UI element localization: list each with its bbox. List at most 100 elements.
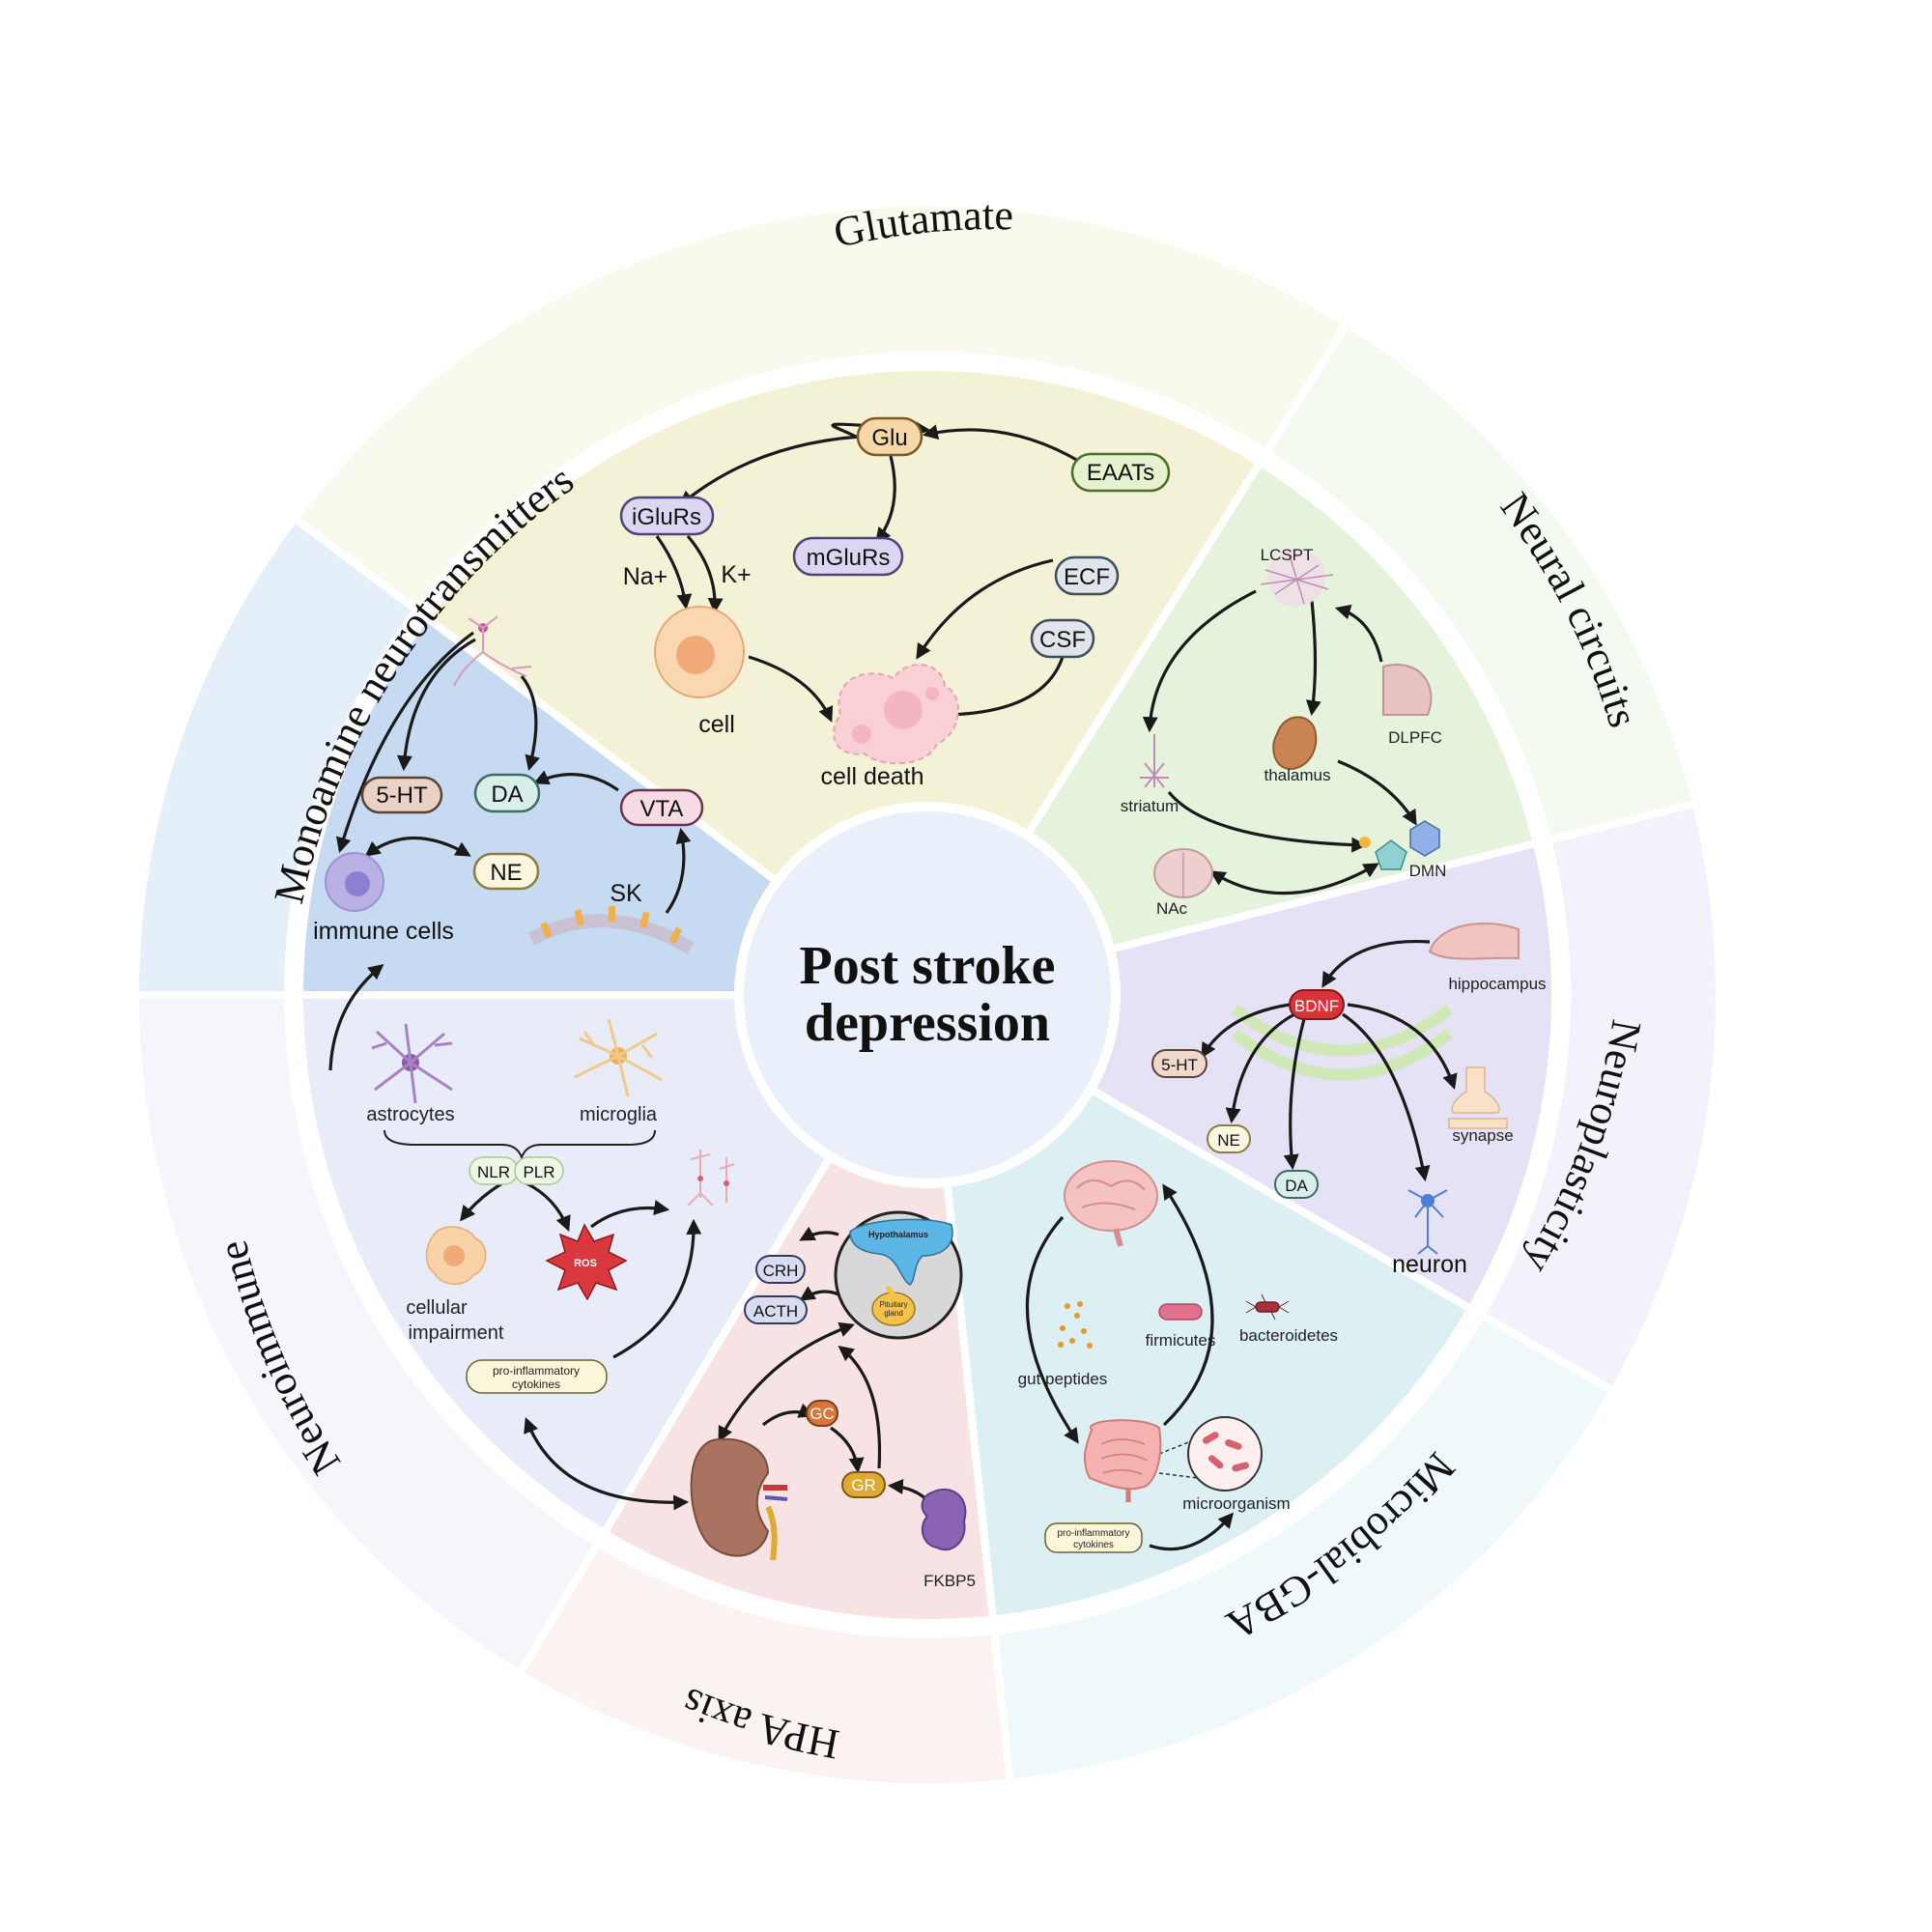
microbial-cytokines-label-1: pro-inflammatory (1057, 1528, 1129, 1539)
ros-icon (545, 1223, 628, 1301)
arrow-bdnf-da (1283, 1018, 1306, 1171)
mono-da-label: DA (491, 781, 523, 808)
hpa-axis-panel: Hypothalamus Pituitary gland CRH ACTH GC… (690, 1210, 976, 1590)
intestine-icon (1083, 1419, 1162, 1502)
thalamus-label: thalamus (1264, 766, 1331, 784)
cellular-label-2: impairment (409, 1322, 504, 1344)
arrow-eaats-to-glu (922, 424, 1081, 464)
arrow-bdnf-synapse (1347, 1003, 1458, 1091)
arrow-gc-gr (830, 1426, 865, 1474)
arrow-neuron-immune (336, 631, 474, 854)
bacteroidetes-icon (1245, 1293, 1290, 1321)
vta-label: VTA (640, 796, 684, 822)
fkbp5-label: FKBP5 (923, 1572, 976, 1590)
acth-pill (744, 1295, 808, 1324)
gr-pill (841, 1471, 886, 1498)
arrow-sk-vta (665, 827, 692, 914)
arrow-nac-dmn (1209, 863, 1379, 895)
arrow-dlpfc-lcspt (1334, 604, 1383, 663)
glu-pill (856, 416, 923, 457)
center-circle: Post stroke depression (734, 802, 1121, 1188)
arrow-nlr-cellular (460, 1181, 503, 1222)
arrow-thalamus-dmn (1337, 759, 1417, 826)
neuro-ne-label: NE (1217, 1131, 1240, 1150)
neuroimmune-panel: astrocytes microglia NLR PLR cellular im… (328, 963, 735, 1511)
synapse-label: synapse (1452, 1126, 1513, 1145)
mono-5ht-pill (360, 776, 443, 814)
arrow-glu-mglurs (875, 455, 896, 544)
crh-pill (755, 1255, 806, 1284)
iglurs-pill (619, 496, 715, 536)
bdnf-pill (1289, 989, 1345, 1020)
lcspt-label: LCSPT (1261, 546, 1314, 564)
synaptic-membrane-lower (1231, 1029, 1453, 1081)
brain-icon (1064, 1160, 1158, 1247)
mono-ne-pill (472, 852, 540, 891)
pituitary-label-1: Pituitary (880, 1300, 908, 1309)
neuro-ne-pill (1207, 1124, 1251, 1153)
arrow-hippocampus-bdnf (1321, 939, 1431, 988)
arrow-neuroimmune-up (328, 963, 384, 1071)
neuro-5ht-label: 5-HT (1161, 1056, 1198, 1074)
glia-brace (384, 1129, 656, 1160)
kidney-icon (690, 1437, 788, 1561)
glutamate-outer-ring (289, 199, 1353, 616)
arrow-ros-neuron (590, 1200, 670, 1229)
arrow-neuron-5ht (396, 638, 476, 772)
mono-ne-label: NE (490, 860, 522, 886)
glu-label: Glu (871, 425, 907, 451)
thalamus-icon (1272, 716, 1318, 770)
sk-membrane-icon (527, 906, 695, 954)
hippocampus-icon (1428, 923, 1520, 960)
microbial-gba-panel: gut peptides firmicutes bacteroidetes mi… (1018, 1160, 1338, 1553)
microorganism-label: microorganism (1182, 1494, 1290, 1513)
arrow-lcspt-striatum (1142, 589, 1257, 733)
hypothalamus-label: Hypothalamus (868, 1230, 928, 1239)
pituitary-label-2: gland (884, 1309, 903, 1318)
arrow-iglurs-k (686, 534, 724, 614)
nlr-label: NLR (477, 1163, 510, 1181)
synaptic-membrane-upper (1231, 1005, 1453, 1057)
arrow-iglurs-na (655, 535, 693, 611)
immune-cell-icon (325, 852, 384, 912)
microglia-icon (574, 1018, 663, 1097)
immune-cells-label: immune cells (313, 918, 454, 945)
glutamate-panel: Glu EAATs iGluRs mGluRs Na+ K+ ECF CSF c… (619, 416, 1171, 790)
arrow-cytokines-neuron (612, 1218, 702, 1359)
neuroimmune-neuron-icon (687, 1150, 735, 1207)
arrow-immune-ne (364, 837, 471, 857)
cellular-impairment-icon (425, 1226, 487, 1285)
gr-label: GR (851, 1476, 876, 1494)
firmicutes-icon (1158, 1303, 1203, 1321)
neuroplasticity-panel: hippocampus BDNF 5-HT NE DA synapse neur… (1151, 923, 1547, 1278)
monoamine-neuron-icon (453, 615, 532, 687)
gc-label: GC (810, 1405, 835, 1423)
center-title-line1: Post stroke (800, 936, 1056, 996)
firmicutes-label: firmicutes (1146, 1331, 1216, 1350)
arrow-bdnf-ne (1225, 1012, 1295, 1124)
eaats-label: EAATs (1087, 460, 1154, 486)
plr-pill (514, 1156, 564, 1185)
ros-label: ROS (574, 1258, 597, 1269)
k-label: K+ (721, 561, 751, 588)
mono-da-pill (473, 773, 541, 813)
hypothalamus-pituitary-icon (834, 1210, 963, 1340)
microorganism-icon (1187, 1416, 1263, 1492)
acth-label: ACTH (753, 1302, 798, 1321)
cell-icon (654, 606, 745, 698)
csf-pill (1030, 618, 1095, 659)
neuroimmune-cytokines-pill (466, 1359, 608, 1394)
striatum-icon (1140, 734, 1169, 788)
na-label: Na+ (623, 563, 668, 590)
astrocyte-icon (371, 1023, 453, 1104)
neuro-5ht-pill (1151, 1049, 1208, 1078)
arrow-csf-celldeath (935, 656, 1065, 723)
neuroimmune-cytokines-label-2: cytokines (512, 1378, 560, 1391)
neuron-icon (1407, 1189, 1448, 1255)
csf-label: CSF (1039, 627, 1086, 653)
microbial-cytokines-pill (1044, 1522, 1143, 1553)
arrow-bdnf-neuron (1342, 1012, 1431, 1182)
arrow-gr-pituitary (838, 1346, 882, 1469)
gc-pill (806, 1400, 838, 1427)
